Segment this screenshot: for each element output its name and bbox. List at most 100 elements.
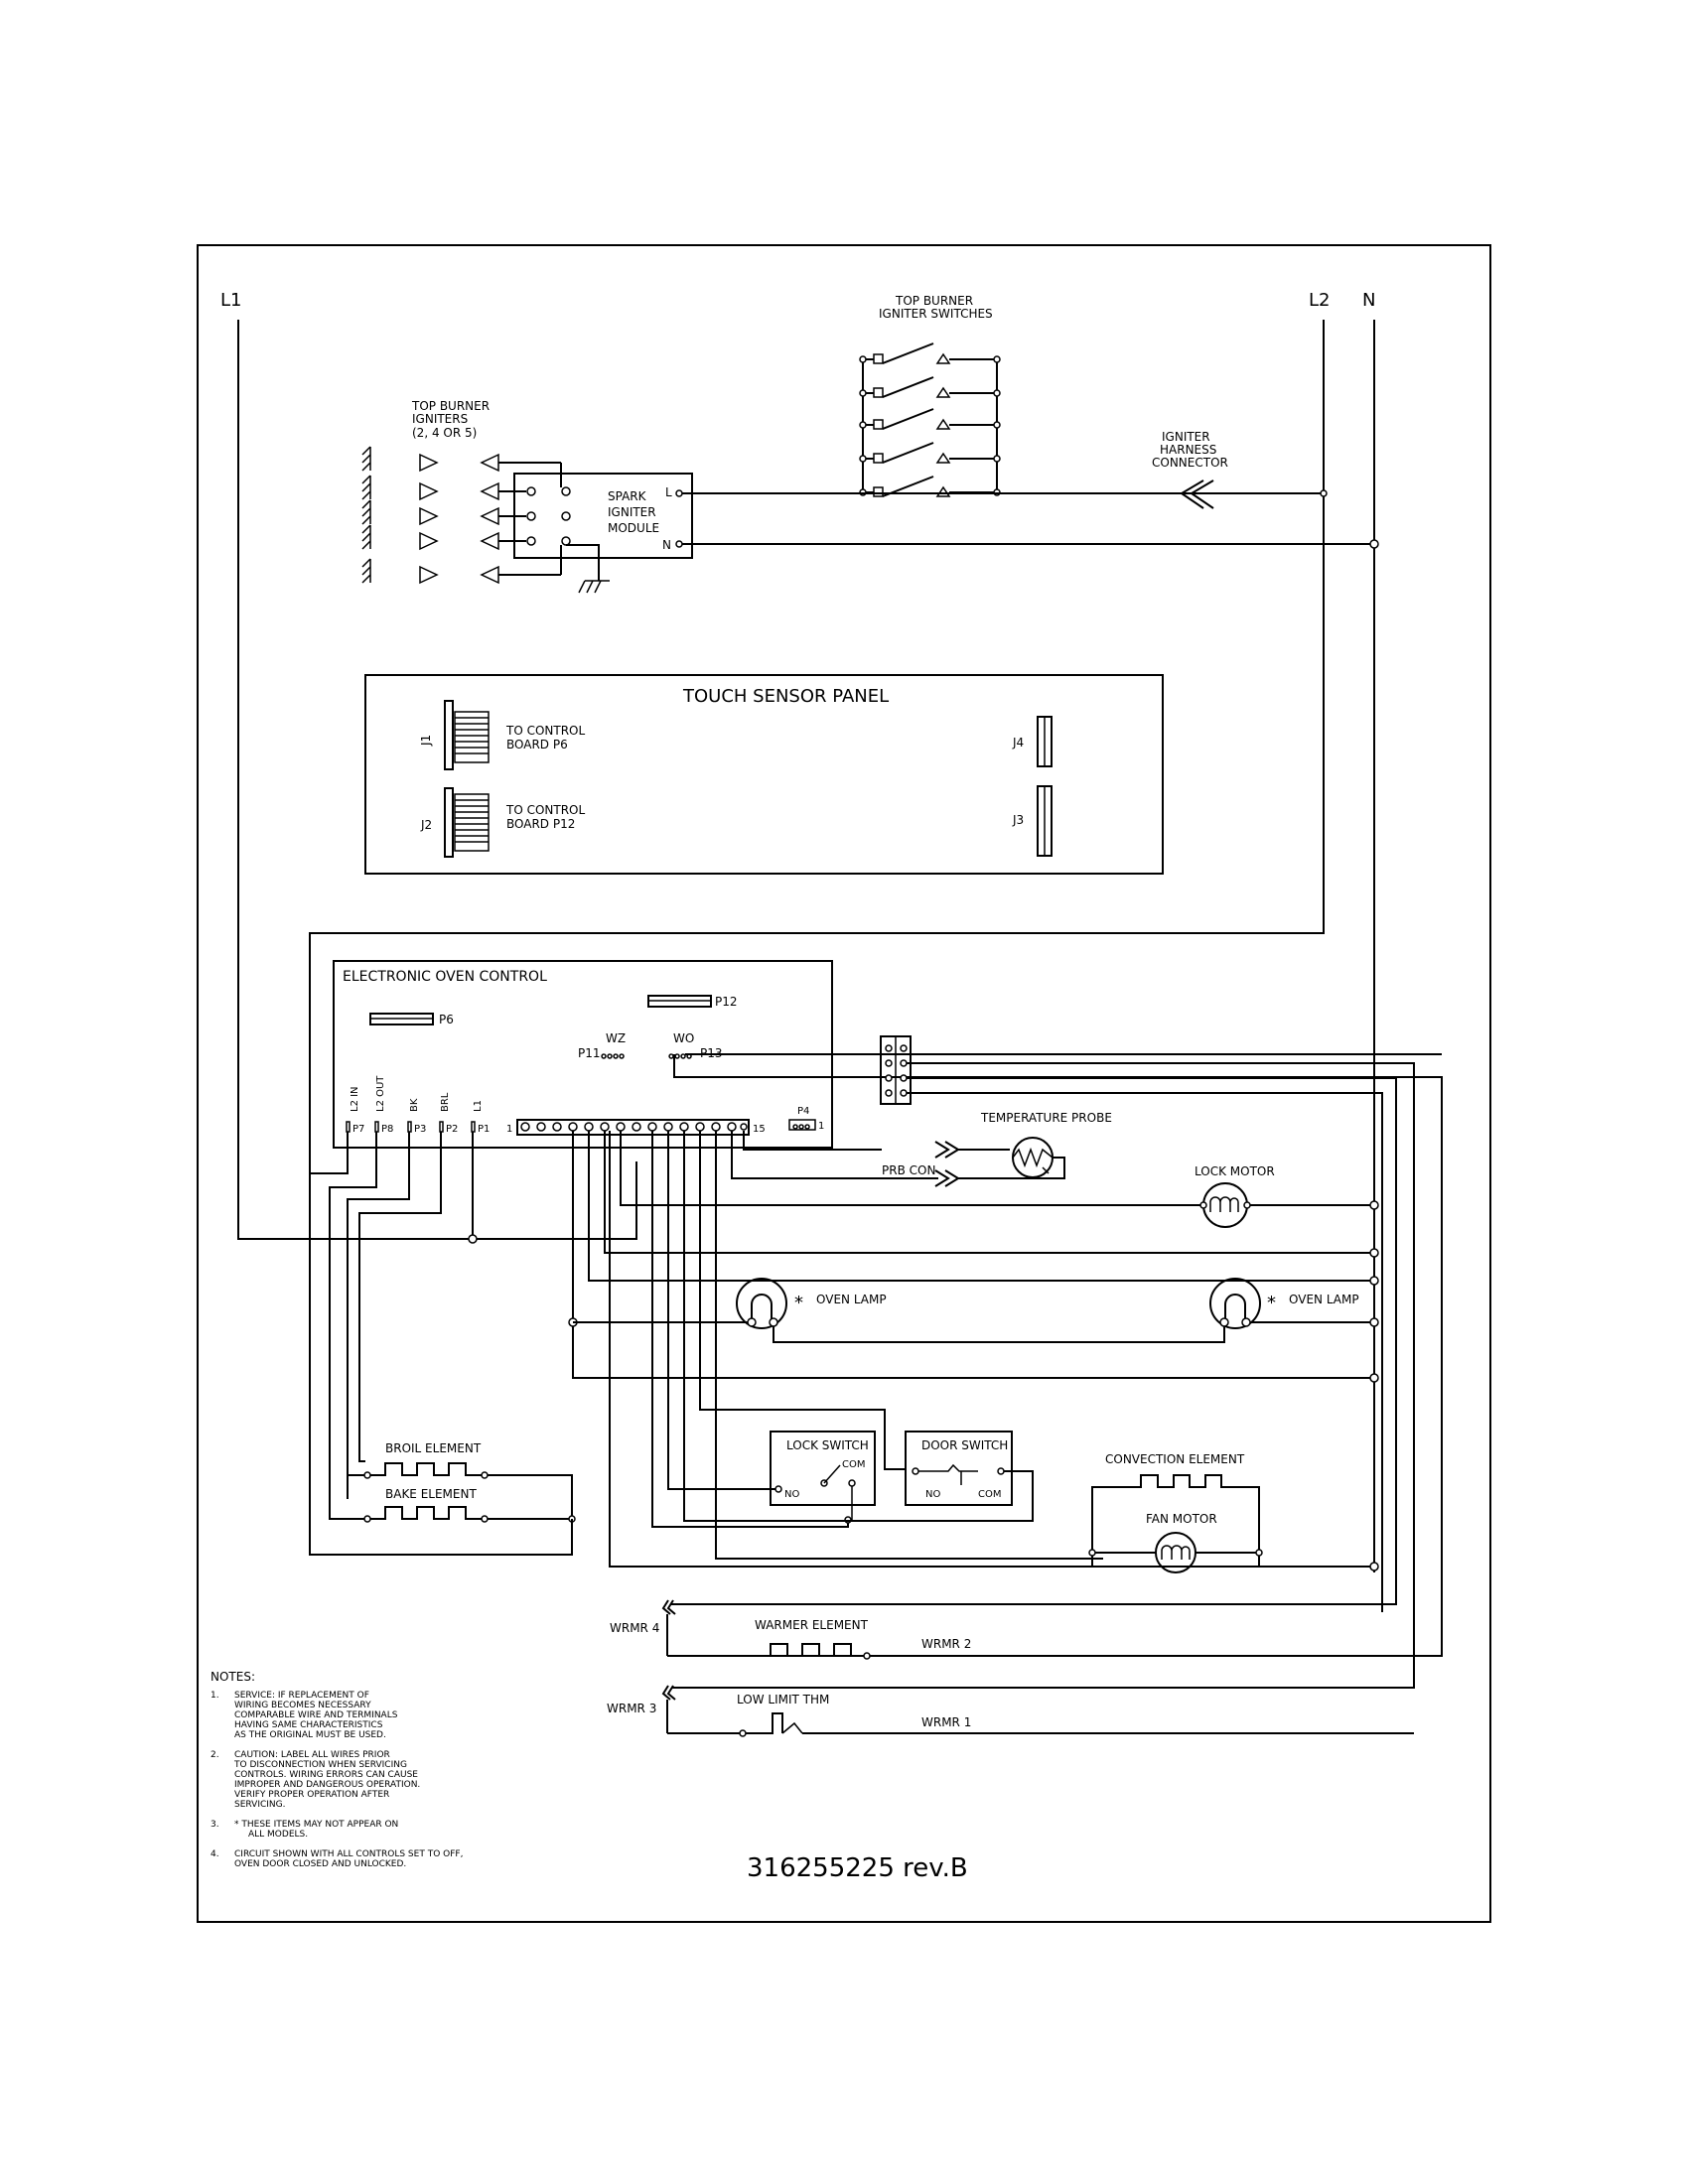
notes-title: NOTES: — [211, 1670, 255, 1684]
door-switch: DOOR SWITCH NO COM — [684, 1431, 1034, 1522]
touch-panel-j2-text1: TO CONTROL — [505, 803, 586, 817]
bake-element-label: BAKE ELEMENT — [385, 1487, 477, 1501]
eoc-conn-start: 1 — [506, 1124, 512, 1135]
note-1-line-5: AS THE ORIGINAL MUST BE USED. — [234, 1730, 386, 1740]
prb-con-label: PRB CON — [882, 1163, 935, 1177]
note-4-num: 4. — [211, 1849, 219, 1859]
igniters-title-2: IGNITERS — [412, 412, 468, 426]
eoc-p3: P3 — [414, 1124, 426, 1135]
touch-panel-j1-text2: BOARD P6 — [506, 738, 568, 751]
l2-wire — [309, 320, 1325, 1174]
note-2-line-5: VERIFY PROPER OPERATION AFTER — [234, 1790, 389, 1800]
note-2-line-2: TO DISCONNECTION WHEN SERVICING — [233, 1760, 407, 1770]
lock-switch: LOCK SWITCH COM NO — [768, 1431, 876, 1524]
note-2-line-1: CAUTION: LABEL ALL WIRES PRIOR — [234, 1750, 390, 1760]
igniter-rows — [361, 446, 561, 585]
spark-module-line2: IGNITER — [608, 505, 656, 519]
note-4-line-1: CIRCUIT SHOWN WITH ALL CONTROLS SET TO O… — [234, 1849, 463, 1859]
spark-module-line3: MODULE — [608, 521, 659, 535]
igniter-switches-title-1: TOP BURNER — [895, 294, 973, 308]
igniter-harness-connector: IGNITER HARNESS CONNECTOR — [1152, 430, 1228, 509]
lock-motor: LOCK MOTOR — [1195, 1164, 1275, 1228]
door-switch-no: NO — [925, 1489, 940, 1500]
temp-probe-label: TEMPERATURE PROBE — [980, 1111, 1112, 1125]
temperature-probe: TEMPERATURE PROBE PRB CON — [882, 1111, 1112, 1187]
bake-element: BAKE ELEMENT — [309, 1173, 576, 1556]
oven-lamp-right-star: * — [1267, 1293, 1276, 1313]
note-1-line-3: COMPARABLE WIRE AND TERMINALS — [234, 1710, 398, 1720]
eoc-p4-pin: 1 — [818, 1121, 824, 1132]
eoc-wz: WZ — [606, 1031, 626, 1045]
note-1-num: 1. — [211, 1691, 219, 1701]
lock-switch-label: LOCK SWITCH — [786, 1438, 869, 1452]
l1-label: L1 — [220, 290, 241, 311]
eoc-l1: L1 — [473, 1100, 484, 1112]
note-2-line-4: IMPROPER AND DANGEROUS OPERATION. — [234, 1780, 420, 1790]
wrmr2-label: WRMR 2 — [921, 1637, 971, 1651]
warmer-element: WRMR 4 WARMER ELEMENT WRMR 2 — [610, 1599, 1442, 1660]
convection-element: CONVECTION ELEMENT — [1091, 1452, 1260, 1567]
electronic-oven-control: ELECTRONIC OVEN CONTROL P6 P12 WZ P11 WO… — [333, 960, 833, 1149]
l2-label: L2 — [1309, 290, 1330, 311]
eoc-wo: WO — [673, 1031, 694, 1045]
note-1-line-2: WIRING BECOMES NECESSARY — [234, 1701, 371, 1710]
lock-motor-label: LOCK MOTOR — [1195, 1164, 1275, 1178]
eoc-l2out: L2 OUT — [375, 1075, 386, 1112]
eoc-p12: P12 — [715, 995, 738, 1009]
low-limit-thermostat: WRMR 3 LOW LIMIT THM WRMR 1 — [607, 1685, 1414, 1737]
eoc-p1: P1 — [478, 1124, 490, 1135]
broil-element: BROIL ELEMENT — [348, 1441, 573, 1519]
note-1-line-1: SERVICE: IF REPLACEMENT OF — [234, 1691, 369, 1701]
harness-line1: IGNITER — [1162, 430, 1210, 444]
note-3-line-1: * THESE ITEMS MAY NOT APPEAR ON — [234, 1820, 398, 1830]
igniter-switch — [863, 342, 997, 497]
igniter-switches-title-2: IGNITER SWITCHES — [879, 307, 993, 321]
touch-panel-j2-text2: BOARD P12 — [506, 817, 575, 831]
connector-pins — [520, 1122, 748, 1132]
lock-switch-no: NO — [784, 1489, 799, 1500]
oven-lamp-left-star: * — [794, 1293, 803, 1313]
touch-panel-j1: J1 — [419, 735, 433, 747]
fan-motor: FAN MOTOR — [1088, 1512, 1379, 1573]
harness-line3: CONNECTOR — [1152, 456, 1228, 470]
part-number: 316255225 rev.B — [747, 1853, 968, 1883]
door-switch-com: COM — [978, 1489, 1001, 1500]
harness-line2: HARNESS — [1160, 443, 1216, 457]
touch-panel-j4: J4 — [1012, 736, 1024, 750]
note-2-num: 2. — [211, 1750, 219, 1760]
notes: NOTES: 1. SERVICE: IF REPLACEMENT OF WIR… — [211, 1670, 463, 1869]
diagram-border — [197, 244, 1491, 1923]
note-1-line-4: HAVING SAME CHARACTERISTICS — [234, 1720, 383, 1730]
supply-lines: L1 L2 N — [220, 290, 1375, 1572]
touch-panel-j3: J3 — [1012, 813, 1024, 827]
terminal-block — [671, 1035, 1415, 1689]
spark-igniter-module: SPARK IGNITER MODULE L N — [513, 463, 1379, 594]
top-burner-igniters: TOP BURNER IGNITERS (2, 4 OR 5) — [361, 399, 561, 585]
note-2-line-3: CONTROLS. WIRING ERRORS CAN CAUSE — [234, 1770, 418, 1780]
oven-lamp-right-label: OVEN LAMP — [1289, 1293, 1359, 1306]
eoc-bk: BK — [409, 1098, 420, 1112]
low-limit-label: LOW LIMIT THM — [737, 1693, 829, 1706]
eoc-p6: P6 — [439, 1013, 454, 1026]
lock-switch-com: COM — [842, 1459, 865, 1470]
fan-motor-label: FAN MOTOR — [1146, 1512, 1217, 1526]
eoc-conn-end: 15 — [753, 1124, 766, 1135]
touch-panel-j2: J2 — [420, 818, 432, 832]
wrmr4-label: WRMR 4 — [610, 1621, 659, 1635]
eoc-p7: P7 — [352, 1124, 364, 1135]
convection-element-label: CONVECTION ELEMENT — [1105, 1452, 1245, 1466]
eoc-p11: P11 — [578, 1046, 601, 1060]
igniter-switches: TOP BURNER IGNITER SWITCHES — [859, 294, 1001, 497]
oven-lamp-right: * OVEN LAMP — [1209, 1278, 1359, 1329]
n-label: N — [1362, 290, 1375, 311]
eoc-p2: P2 — [446, 1124, 458, 1135]
door-switch-label: DOOR SWITCH — [921, 1438, 1008, 1452]
note-3-num: 3. — [211, 1820, 219, 1830]
l1-wire — [237, 320, 637, 1240]
spark-module-line1: SPARK — [608, 489, 647, 503]
igniters-title-1: TOP BURNER — [411, 399, 490, 413]
eoc-l2in: L2 IN — [350, 1086, 360, 1112]
eoc-brl: BRL — [440, 1092, 451, 1112]
touch-panel-title: TOUCH SENSOR PANEL — [682, 686, 889, 707]
